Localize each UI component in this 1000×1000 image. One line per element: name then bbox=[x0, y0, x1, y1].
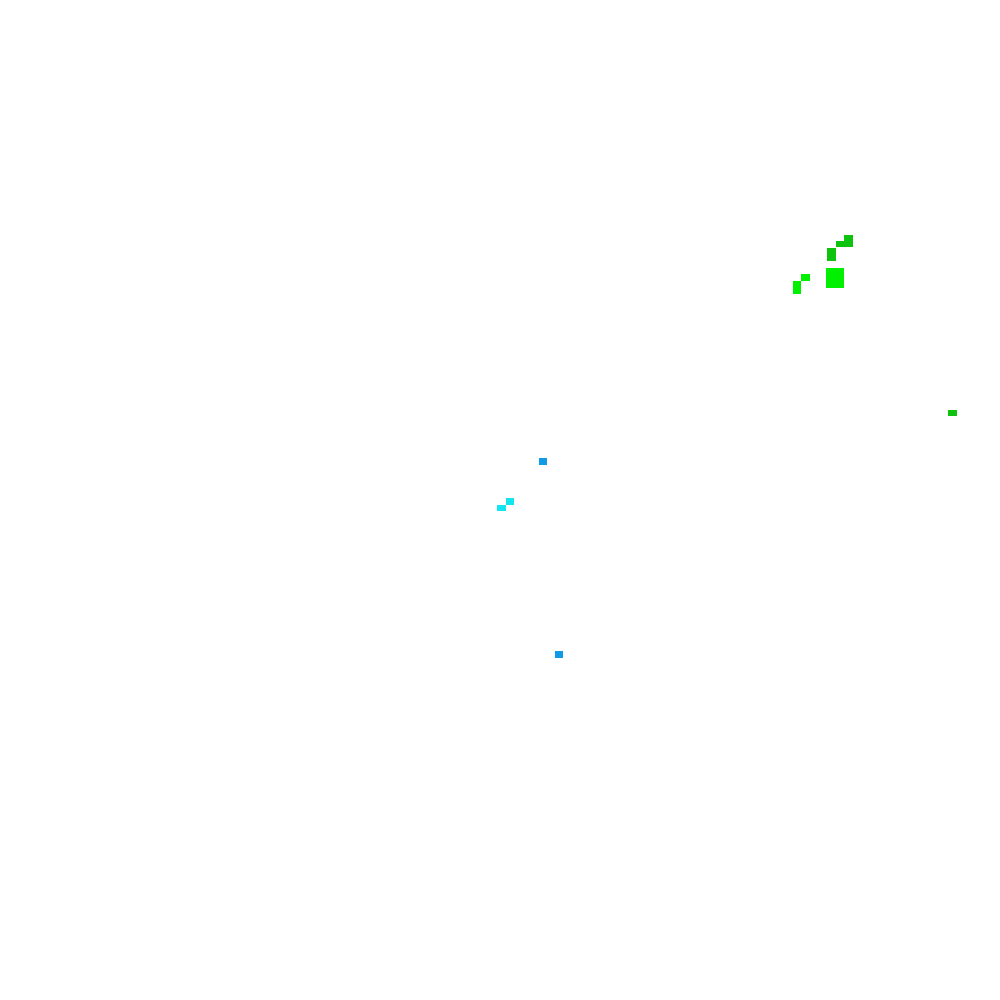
green-pixel-cell bbox=[801, 274, 810, 281]
cyan-pixel-cell bbox=[506, 498, 514, 505]
blue-pixel-cell bbox=[539, 458, 547, 465]
cyan-pixel-cell bbox=[497, 505, 506, 511]
green-pixel-cell bbox=[827, 248, 836, 261]
green-pixel-cell bbox=[844, 235, 853, 247]
green-pixel-cell bbox=[826, 268, 844, 288]
green-pixel-cell bbox=[793, 281, 801, 294]
blue-pixel-cell bbox=[555, 651, 563, 658]
green-pixel-cell bbox=[948, 410, 957, 416]
green-pixel-cell bbox=[836, 241, 844, 247]
